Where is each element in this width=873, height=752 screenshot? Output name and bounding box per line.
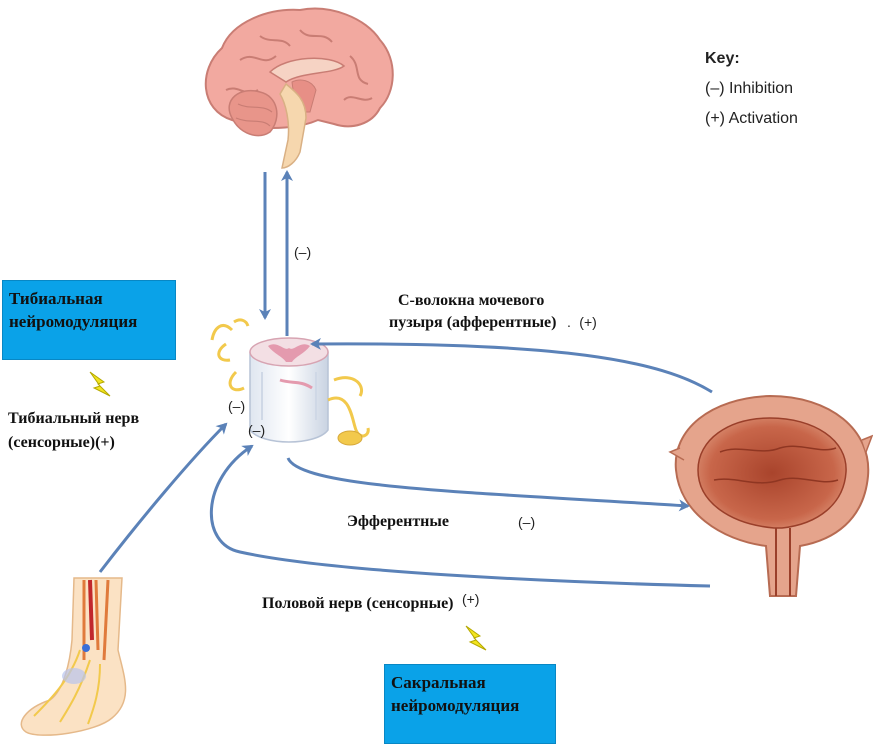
bladder-c-fibers-label-line1: С-волокна мочевого — [398, 292, 545, 309]
brain-illustration — [204, 7, 394, 169]
leg-foot-illustration — [20, 577, 127, 736]
tibial-box-line2: нейромодуляция — [9, 312, 138, 331]
cord-left-lower-sign: (–) — [248, 422, 266, 438]
sacral-neuromodulation-box: Сакральная нейромодуляция — [384, 664, 556, 744]
tibial-lightning-icon — [89, 371, 111, 397]
pudendal-nerve-label-group: Половой нерв (сенсорные) (+) — [262, 591, 479, 613]
tibial-neuromodulation-box: Тибиальная нейромодуляция — [2, 280, 176, 360]
tibial-nerve-label-line1: Тибиальный нерв — [8, 410, 140, 427]
key-title: Key: — [705, 50, 740, 67]
tibial-box-line1: Тибиальная — [9, 289, 103, 308]
key-activation: (+) Activation — [705, 110, 798, 127]
pudendal-arrow — [209, 444, 711, 588]
sacral-box-line2: нейромодуляция — [391, 696, 520, 715]
bladder-illustration — [668, 394, 873, 597]
pudendal-sign: (+) — [461, 591, 480, 607]
bladder-afferent-arrow — [310, 337, 713, 394]
sacral-box-line1: Сакральная — [391, 673, 486, 692]
pudendal-nerve-label: Половой нерв (сенсорные) — [262, 595, 454, 612]
tibial-nerve-label-line2: (сенсорные)(+) — [8, 434, 115, 451]
tibial-arrow — [98, 422, 228, 573]
cord-left-upper-sign: (–) — [228, 398, 246, 414]
brain-descending-sign: (–) — [294, 244, 312, 260]
efferent-arrow — [286, 457, 690, 512]
bladder-c-fibers-dot: . — [566, 314, 571, 330]
spinal-cord-illustration — [210, 318, 370, 446]
efferent-sign: (–) — [518, 514, 536, 530]
bladder-c-fibers-label-line2: пузыря (афферентные) — [389, 314, 557, 331]
efferent-label: Эфферентные — [347, 513, 449, 530]
key-inhibition: (–) Inhibition — [705, 80, 794, 97]
bladder-c-fibers-label-line2-group: пузыря (афферентные) . (+) — [389, 314, 597, 332]
bladder-afferent-sign: (+) — [579, 314, 597, 330]
sacral-lightning-icon — [465, 625, 487, 651]
